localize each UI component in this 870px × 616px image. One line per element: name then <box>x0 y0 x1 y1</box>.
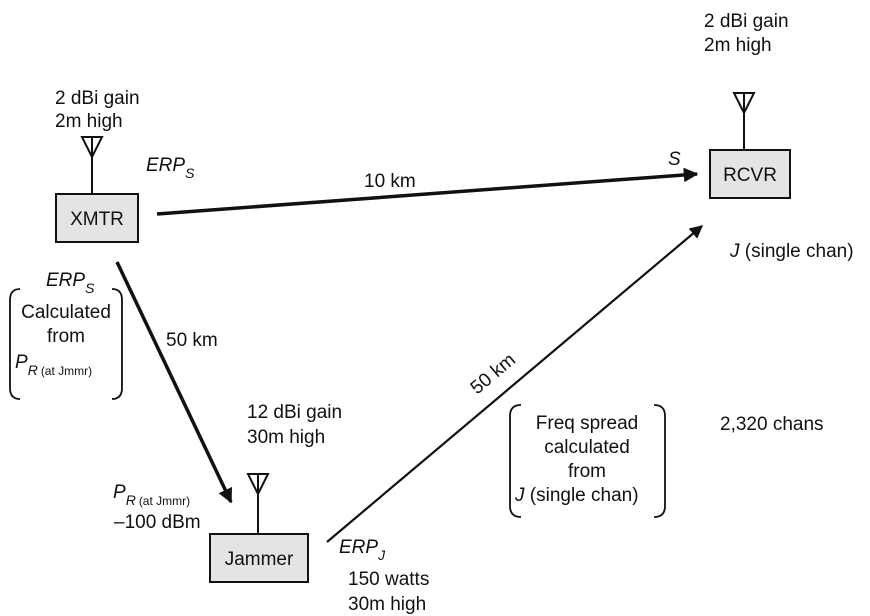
xmtr-antenna-icon <box>80 136 104 194</box>
freq-spread-channels: 2,320 chans <box>720 414 824 435</box>
erp-calc-p-symbol: PR(at Jmmr) <box>15 352 92 378</box>
freq-spread-right-bracket <box>653 404 666 518</box>
jammer-power: 150 watts <box>348 569 429 590</box>
erp-calc-erp-label: ERPS <box>46 270 95 296</box>
freq-spread-line3: from <box>568 461 606 482</box>
rcvr-signal-label: S <box>668 149 681 170</box>
erp-calc-left-bracket <box>9 288 21 400</box>
xmtr-to-jammer-arrow <box>115 261 233 504</box>
rcvr-antenna-height: 2m high <box>704 35 772 56</box>
xmtr-to-jammer-distance: 50 km <box>166 330 218 351</box>
rcvr-jamming-label: J (single chan) <box>729 241 854 262</box>
jammer-to-rcvr-arrow <box>326 225 704 543</box>
jammer-erp-label: ERPJ <box>339 537 386 563</box>
jammer-antenna-icon <box>246 473 270 534</box>
jammer-antenna-gain: 12 dBi gain <box>247 402 342 423</box>
rcvr-box <box>709 149 791 199</box>
jammer-received-power-value: –100 dBm <box>114 512 201 533</box>
jammer-received-power-symbol: PR(at Jmmr) <box>113 482 190 508</box>
xmtr-to-rcvr-arrow <box>156 167 699 216</box>
xmtr-antenna-height: 2m high <box>55 111 123 132</box>
xmtr-erp-label: ERPS <box>146 155 195 181</box>
xmtr-label: XMTR <box>70 209 124 230</box>
xmtr-box <box>55 193 139 243</box>
freq-spread-line2: calculated <box>544 437 630 458</box>
rcvr-antenna-icon <box>732 92 756 150</box>
jammer-to-rcvr-distance: 50 km <box>467 349 520 398</box>
erp-calc-line2: from <box>47 326 85 347</box>
erp-calc-line1: Calculated <box>21 302 111 323</box>
xmtr-to-rcvr-distance: 10 km <box>364 171 416 192</box>
rcvr-antenna-gain: 2 dBi gain <box>704 11 789 32</box>
jammer-power-height: 30m high <box>348 594 426 615</box>
jammer-label: Jammer <box>225 549 294 570</box>
freq-spread-left-bracket <box>509 404 522 518</box>
xmtr-antenna-gain: 2 dBi gain <box>55 88 140 109</box>
jammer-box <box>209 533 309 583</box>
jammer-antenna-height: 30m high <box>247 427 325 448</box>
rcvr-label: RCVR <box>723 165 777 186</box>
freq-spread-j-label: J (single chan) <box>514 485 639 506</box>
erp-calc-right-bracket <box>111 288 123 400</box>
freq-spread-line1: Freq spread <box>536 413 638 434</box>
